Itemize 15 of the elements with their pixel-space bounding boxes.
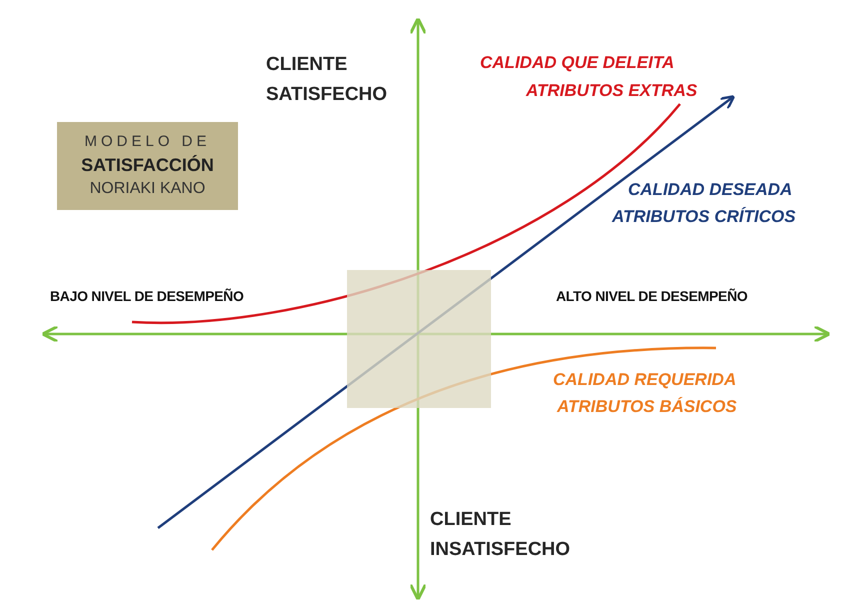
axis-label: CLIENTE SATISFECHO <box>266 53 388 107</box>
axis-label: ALTO NIVEL DE DESEMPEÑO <box>556 287 748 306</box>
title-text: NORIAKI KANO <box>90 179 206 200</box>
highlight-square <box>347 270 491 408</box>
axis-label: ATRIBUTOS EXTRAS <box>526 80 698 102</box>
axis-label: CLIENTE INSATISFECHO <box>430 508 572 562</box>
axis-label: ATRIBUTOS BÁSICOS <box>557 396 737 418</box>
title-text: SATISFACCIÓN <box>81 154 214 178</box>
title-text: MODELO DE <box>84 132 210 152</box>
axis-label: ATRIBUTOS CRÍTICOS <box>612 206 796 228</box>
title-box <box>57 122 238 210</box>
axis-label: CALIDAD DESEADA <box>628 179 792 201</box>
axis-label: CALIDAD REQUERIDA <box>553 369 736 391</box>
axis-label: BAJO NIVEL DE DESEMPEÑO <box>50 287 244 306</box>
axis-label: CALIDAD QUE DELEITA <box>480 52 674 74</box>
